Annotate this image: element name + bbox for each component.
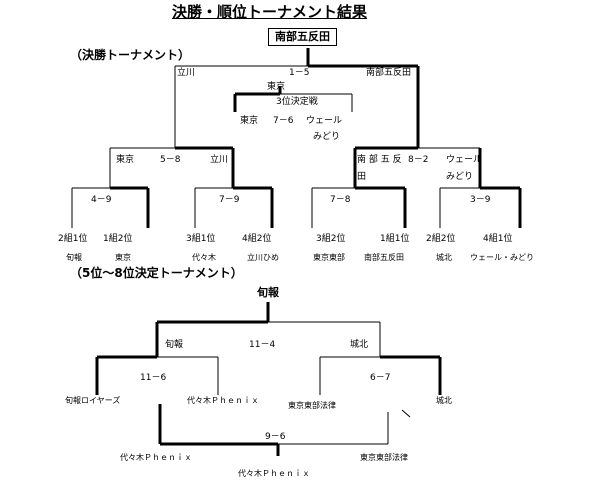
slot-label-4: 4組2位 xyxy=(242,234,272,244)
slot-label-6: 1組1位 xyxy=(380,234,410,244)
qf4-score: 3－9 xyxy=(470,195,491,205)
seventh-score: 9－6 xyxy=(265,432,286,442)
placement-team-3: 東京東部法律 xyxy=(288,401,336,410)
slot-label-7: 2組2位 xyxy=(426,234,456,244)
third-left-team: 東京 xyxy=(240,116,259,126)
semi-right-right-team: ウェール xyxy=(446,155,483,165)
final-left-team: 立川 xyxy=(177,68,196,78)
placement-team-4: 城北 xyxy=(436,396,452,405)
slot-label-5: 3組2位 xyxy=(316,234,346,244)
third-score: 7－6 xyxy=(273,116,294,126)
placement-right-label: 城北 xyxy=(350,340,369,350)
semi-left-score: 5－8 xyxy=(160,155,181,165)
semi-left-winner: 東京 xyxy=(116,155,135,165)
slot-label-2: 1組2位 xyxy=(103,234,133,244)
qf2-score: 7－9 xyxy=(219,195,240,205)
final-section-heading: （決勝トーナメント） xyxy=(70,48,191,62)
seventh-tick xyxy=(401,409,411,418)
third-winner: 東京 xyxy=(267,82,286,92)
placement-right-semi-score: 6－7 xyxy=(370,373,391,383)
semi-left-right-team: 立川 xyxy=(210,155,229,165)
third-right-team: ウェール xyxy=(306,116,343,126)
slot-team-8: ウェール・みどり xyxy=(470,253,534,262)
slot-team-5: 東京東部 xyxy=(313,253,345,262)
slot-team-2: 東京 xyxy=(115,253,131,262)
slot-label-3: 3組1位 xyxy=(186,234,216,244)
third-right-team-line2: みどり xyxy=(313,132,341,142)
third-caption: 3位決定戦 xyxy=(276,97,318,107)
placement-winner: 旬報 xyxy=(257,286,279,299)
seventh-right-team: 東京東部法律 xyxy=(360,453,408,462)
placement-left-semi-score: 11－6 xyxy=(140,373,167,383)
qf1-score: 4－9 xyxy=(91,195,112,205)
page-title: 決勝・順位トーナメント結果 xyxy=(172,3,368,21)
slot-label-1: 2組1位 xyxy=(58,234,88,244)
final-right-team: 南部五反田 xyxy=(366,68,412,78)
final-score: 1－5 xyxy=(289,68,310,78)
placement-section-heading: （5位～8位決定トーナメント） xyxy=(70,266,243,280)
slot-team-6: 南部五反田 xyxy=(364,253,404,262)
slot-team-1: 旬報 xyxy=(66,253,82,262)
slot-team-4: 立川ひめ xyxy=(247,253,279,262)
semi-right-left-team: 南 部 五 反 xyxy=(357,155,402,165)
placement-left-label: 旬報 xyxy=(165,340,184,350)
champion-box: 南部五反田 xyxy=(268,28,337,46)
semi-right-right-team-line2: みどり xyxy=(446,172,474,182)
slot-team-7: 城北 xyxy=(436,253,452,262)
placement-final-score: 11－4 xyxy=(249,340,276,350)
seventh-winner: 代々木Ｐｈｅｎｉｘ xyxy=(238,469,310,478)
seventh-left-team: 代々木Ｐｈｅｎｉｘ xyxy=(120,453,192,462)
semi-right-left-team-line2: 田 xyxy=(357,172,367,182)
qf3-score: 7－8 xyxy=(330,195,351,205)
slot-label-8: 4組1位 xyxy=(483,234,513,244)
placement-team-1: 旬報ロイヤーズ xyxy=(65,396,121,405)
slot-team-3: 代々木 xyxy=(192,253,216,262)
placement-team-2: 代々木Ｐｈｅｎｉｘ xyxy=(187,396,259,405)
semi-right-score: 8－2 xyxy=(408,155,429,165)
